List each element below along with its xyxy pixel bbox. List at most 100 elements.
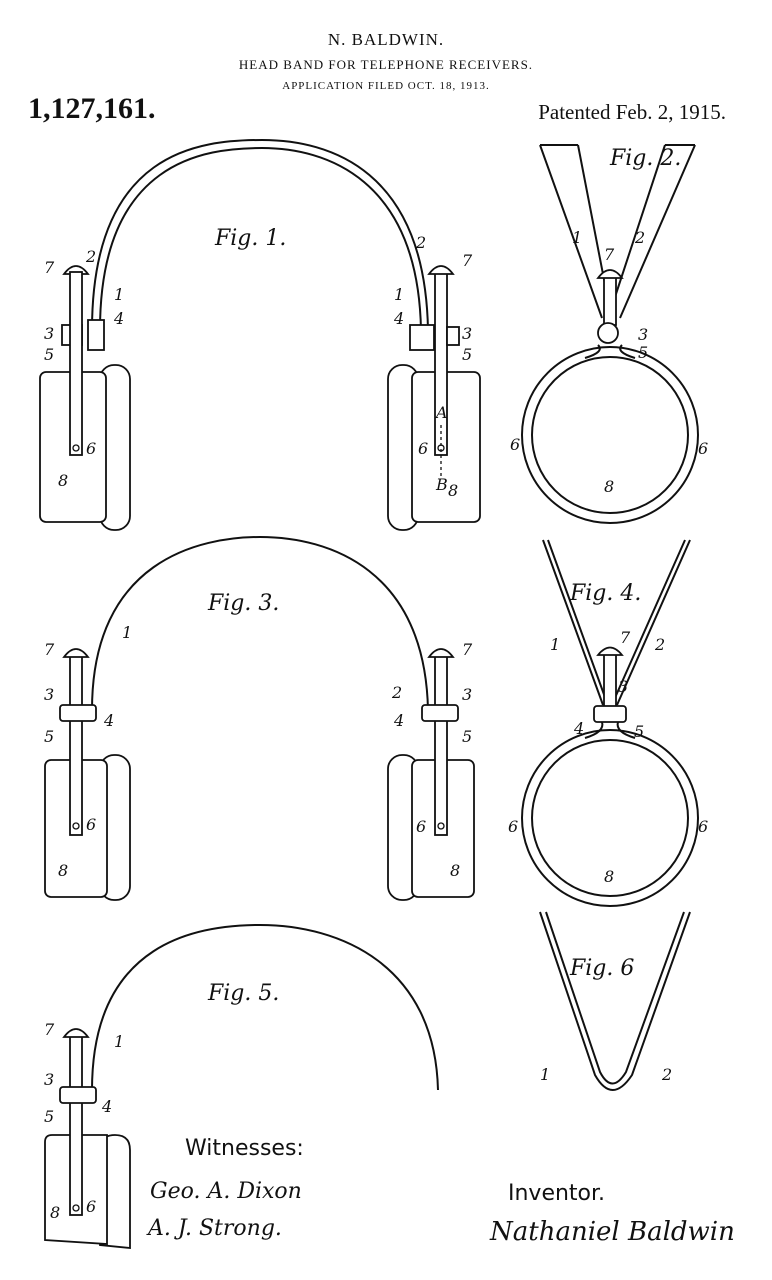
neck-5 bbox=[584, 344, 636, 359]
joint-3 bbox=[597, 322, 619, 344]
reference-numeral: 7 bbox=[44, 640, 55, 659]
reference-numeral: 3 bbox=[618, 677, 628, 696]
rod-head-right bbox=[427, 265, 455, 275]
reference-numeral: 8 bbox=[604, 477, 614, 496]
pivot-left bbox=[72, 822, 80, 830]
reference-numeral: 5 bbox=[462, 345, 472, 364]
pivot bbox=[72, 1204, 80, 1212]
reference-numeral: 4 bbox=[393, 711, 404, 730]
reference-numeral: 8 bbox=[450, 861, 460, 880]
u-band-inner bbox=[545, 911, 685, 1085]
reference-numeral: 1 bbox=[114, 1032, 124, 1051]
reference-numeral: 6 bbox=[698, 817, 708, 836]
arm-1 bbox=[542, 539, 607, 706]
reference-numeral: 3 bbox=[462, 685, 472, 704]
witness-signature-1: Geo. A. Dixon bbox=[150, 1179, 302, 1204]
pin-head bbox=[596, 269, 624, 279]
figure-5-label: Fig. 5. bbox=[207, 981, 279, 1006]
pivot-right bbox=[437, 822, 445, 830]
figure-6 bbox=[539, 911, 691, 1091]
figure-1-label: Fig. 1. bbox=[214, 226, 286, 251]
inventor-name: N. BALDWIN. bbox=[327, 30, 445, 49]
head-band bbox=[91, 138, 429, 331]
reference-numeral: 8 bbox=[58, 471, 68, 490]
reference-numeral: 7 bbox=[44, 1020, 55, 1039]
pin-7 bbox=[603, 651, 617, 708]
reference-numeral: B bbox=[435, 475, 448, 494]
head-band bbox=[91, 535, 429, 711]
patent-number: 1,127,161. bbox=[28, 92, 156, 125]
rod-head bbox=[62, 1028, 90, 1038]
reference-numeral: 2 bbox=[634, 228, 645, 247]
reference-numeral: 4 bbox=[103, 711, 114, 730]
rod-head-right bbox=[427, 648, 455, 658]
reference-numeral: 8 bbox=[604, 867, 614, 886]
reference-numeral: 7 bbox=[44, 258, 55, 277]
reference-numeral: 2 bbox=[391, 683, 402, 702]
reference-numeral: 3 bbox=[44, 324, 54, 343]
reference-numeral: A bbox=[434, 403, 448, 422]
head-band bbox=[91, 923, 439, 1091]
reference-numeral: 5 bbox=[44, 345, 54, 364]
clamp-4-right bbox=[409, 324, 435, 351]
reference-numeral: 8 bbox=[448, 481, 458, 500]
reference-numeral: 3 bbox=[44, 1070, 54, 1089]
patented-date: Patented Feb. 2, 1915. bbox=[538, 100, 726, 124]
reference-numeral: 6 bbox=[416, 817, 426, 836]
rod-left bbox=[69, 654, 83, 836]
reference-numeral: 1 bbox=[550, 635, 560, 654]
reference-numeral: 8 bbox=[50, 1203, 60, 1222]
witness-signature-2: A. J. Strong. bbox=[146, 1216, 282, 1241]
ring-outer bbox=[521, 729, 699, 907]
reference-numeral: 7 bbox=[462, 640, 473, 659]
reference-numeral: 2 bbox=[654, 635, 665, 654]
reference-numeral: 3 bbox=[638, 325, 648, 344]
reference-numeral: 4 bbox=[573, 719, 584, 738]
reference-numeral: 1 bbox=[122, 623, 132, 642]
arm-2 bbox=[613, 539, 691, 706]
witnesses-label: Witnesses: bbox=[185, 1136, 304, 1161]
reference-numeral: 6 bbox=[510, 435, 520, 454]
pin-head bbox=[596, 646, 624, 656]
clamp-3-4 bbox=[593, 705, 627, 723]
reference-numeral: 2 bbox=[85, 247, 96, 266]
reference-numeral: 2 bbox=[415, 233, 426, 252]
reference-numeral: 5 bbox=[44, 1107, 54, 1126]
reference-numeral: 4 bbox=[113, 309, 124, 328]
figure-6-label: Fig. 6 bbox=[569, 956, 634, 981]
clamp-right bbox=[421, 704, 459, 722]
reference-numeral: 6 bbox=[698, 439, 708, 458]
ring-inner bbox=[531, 739, 689, 897]
reference-numeral: 2 bbox=[661, 1065, 672, 1084]
reference-numeral: 5 bbox=[462, 727, 472, 746]
inventor-label: Inventor. bbox=[508, 1181, 605, 1206]
reference-numeral: 6 bbox=[86, 815, 96, 834]
figure-5 bbox=[44, 923, 439, 1249]
reference-numeral: 6 bbox=[86, 1197, 96, 1216]
reference-numeral: 7 bbox=[604, 245, 615, 264]
ring-inner bbox=[531, 356, 689, 514]
ring-outer bbox=[521, 346, 699, 524]
clamp-3-right bbox=[446, 326, 460, 346]
reference-numeral: 4 bbox=[393, 309, 404, 328]
u-band-outer bbox=[539, 911, 691, 1091]
rod-right bbox=[434, 654, 448, 836]
reference-numeral: 1 bbox=[114, 285, 124, 304]
reference-numeral: 5 bbox=[634, 722, 644, 741]
reference-numeral: 6 bbox=[418, 439, 428, 458]
rod-left-body bbox=[69, 271, 83, 456]
reference-numeral: 6 bbox=[86, 439, 96, 458]
application-filed: APPLICATION FILED OCT. 18, 1913. bbox=[282, 80, 490, 92]
reference-numeral: 5 bbox=[44, 727, 54, 746]
reference-numeral: 7 bbox=[462, 251, 473, 270]
clamp-left bbox=[59, 704, 97, 722]
pin-7 bbox=[603, 274, 617, 326]
reference-numeral: 1 bbox=[572, 228, 582, 247]
figure-4 bbox=[521, 539, 699, 907]
figure-3-label: Fig. 3. bbox=[207, 591, 279, 616]
figure-2 bbox=[521, 144, 699, 524]
reference-numeral: 3 bbox=[44, 685, 54, 704]
reference-numeral: 6 bbox=[508, 817, 518, 836]
patent-title: HEAD BAND FOR TELEPHONE RECEIVERS. bbox=[238, 57, 534, 72]
figure-3 bbox=[44, 535, 475, 901]
